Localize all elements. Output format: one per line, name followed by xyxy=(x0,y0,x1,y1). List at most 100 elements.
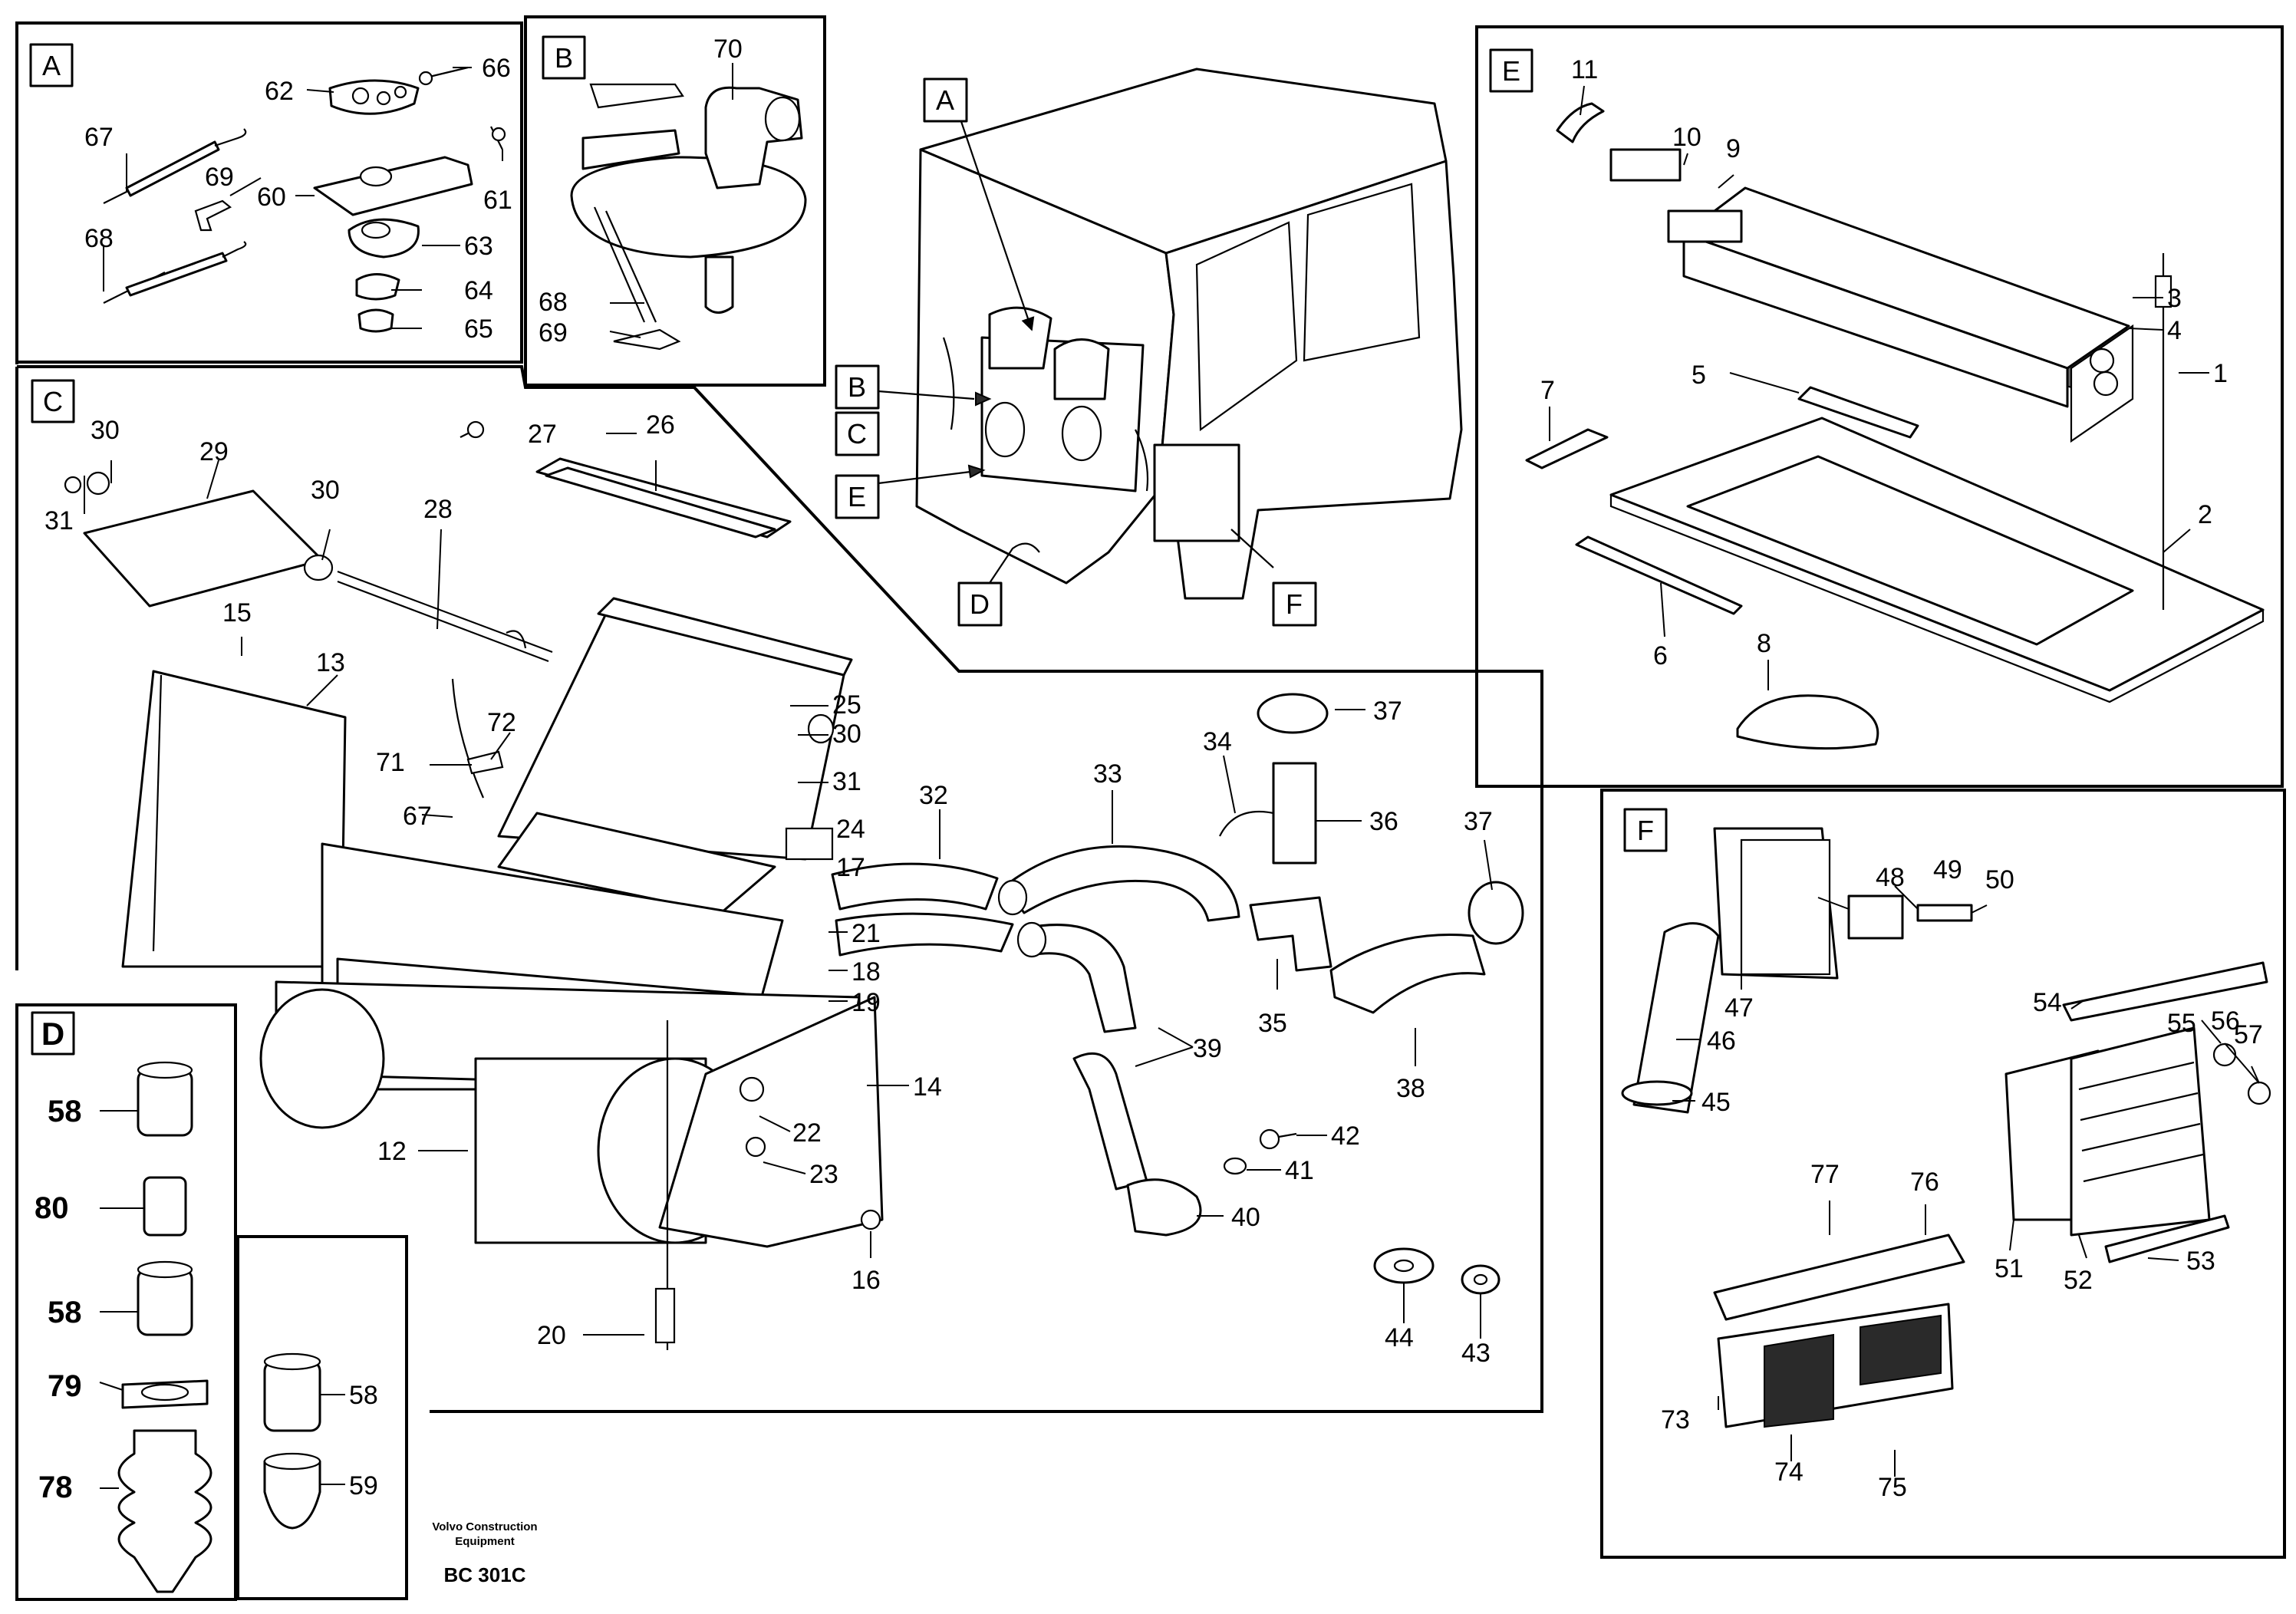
callout-number: 63 xyxy=(464,232,493,261)
overview-callout: E xyxy=(848,481,866,512)
section-e-drawing xyxy=(1525,102,2265,750)
callout-number: 50 xyxy=(1985,865,2014,894)
callout-number: 30 xyxy=(311,476,340,505)
callout-number: 68 xyxy=(539,288,568,317)
leader-lines xyxy=(84,63,2260,1489)
footer-company-line2: Equipment xyxy=(455,1535,515,1548)
section-label-d: D xyxy=(41,1016,64,1052)
overview-callout: F xyxy=(1286,588,1303,620)
callout-number: 75 xyxy=(1878,1473,1907,1502)
section-a-drawing xyxy=(103,66,506,333)
callout-number: 7 xyxy=(1540,376,1555,405)
callout-number: 17 xyxy=(836,853,865,882)
callout-number: 9 xyxy=(1726,134,1741,163)
section-c-drawing xyxy=(64,420,884,1350)
callout-number: 2 xyxy=(2198,500,2212,529)
callout-number: 34 xyxy=(1203,727,1232,756)
callout-number: 58 xyxy=(48,1095,82,1128)
section-label-e: E xyxy=(1502,55,1520,87)
section-f-drawing xyxy=(1621,827,2271,1428)
callout-number: 44 xyxy=(1385,1323,1414,1352)
callout-number: 21 xyxy=(852,919,881,948)
callout-number: 39 xyxy=(1193,1034,1222,1063)
callout-number: 54 xyxy=(2033,988,2062,1017)
callout-number: 76 xyxy=(1910,1168,1939,1197)
callouts-hoses: 34 37 33 36 32 37 35 38 39 42 41 40 44 4… xyxy=(919,697,1493,1368)
callout-number: 73 xyxy=(1661,1405,1690,1434)
callout-number: 26 xyxy=(646,410,675,440)
callout-number: 67 xyxy=(84,123,114,152)
callout-number: 43 xyxy=(1461,1339,1491,1368)
callout-number: 14 xyxy=(913,1072,942,1102)
callout-number: 78 xyxy=(38,1471,73,1504)
callout-number: 33 xyxy=(1093,759,1122,789)
callout-number: 19 xyxy=(852,988,881,1017)
callout-number: 4 xyxy=(2167,316,2182,345)
callout-number: 69 xyxy=(539,318,568,348)
callout-number: 29 xyxy=(199,437,229,466)
callout-number: 30 xyxy=(832,720,861,749)
callouts-c: 27 26 30 31 29 30 28 15 13 72 71 25 30 3… xyxy=(44,410,942,1350)
callout-number: 52 xyxy=(2064,1266,2093,1295)
callout-number: 59 xyxy=(349,1471,378,1500)
callout-number: 31 xyxy=(44,506,74,535)
callout-number: 62 xyxy=(265,77,294,106)
footer-code: BC 301C xyxy=(444,1563,526,1586)
callout-number: 5 xyxy=(1692,361,1706,390)
callout-number: 80 xyxy=(35,1191,69,1225)
callout-number: 20 xyxy=(537,1321,566,1350)
callout-number: 55 xyxy=(2167,1009,2196,1038)
callout-number: 15 xyxy=(222,598,252,627)
callout-number: 77 xyxy=(1810,1160,1840,1189)
callout-number: 72 xyxy=(487,708,516,737)
footer-company-line1: Volvo Construction xyxy=(432,1520,537,1533)
callout-number: 49 xyxy=(1933,855,1962,884)
callout-number: 16 xyxy=(852,1266,881,1295)
section-label-c: C xyxy=(43,386,63,417)
callout-number: 12 xyxy=(377,1137,407,1166)
overview-callouts: A B C E D F xyxy=(835,77,1317,627)
callout-number: 35 xyxy=(1258,1009,1287,1038)
callout-number: 74 xyxy=(1774,1458,1804,1487)
callout-number: 56 xyxy=(2211,1006,2240,1036)
callout-number: 45 xyxy=(1701,1088,1731,1117)
callout-number: 1 xyxy=(2213,359,2228,388)
callouts-e: 11 10 9 3 4 1 5 7 2 6 8 xyxy=(1540,55,2228,670)
callout-number: 61 xyxy=(483,186,512,215)
callout-number: 60 xyxy=(257,183,286,212)
overview-callout: A xyxy=(936,84,954,116)
callout-number: 28 xyxy=(423,495,453,524)
callout-number: 13 xyxy=(316,648,345,677)
callout-number: 70 xyxy=(713,35,743,64)
callout-number: 22 xyxy=(792,1118,822,1148)
callout-number: 37 xyxy=(1464,807,1493,836)
callout-number: 68 xyxy=(84,224,114,253)
overview-callout: B xyxy=(848,371,866,403)
callout-number: 6 xyxy=(1653,641,1668,670)
section-frames xyxy=(15,15,2286,1601)
section-label-a: A xyxy=(42,50,61,81)
hoses-drawing xyxy=(831,693,1524,1295)
section-label-f: F xyxy=(1637,815,1654,846)
callouts-d: 58 80 58 79 78 58 59 xyxy=(35,1095,378,1504)
callout-number: 46 xyxy=(1707,1026,1736,1056)
callout-number: 47 xyxy=(1724,993,1754,1023)
callout-number: 64 xyxy=(464,276,493,305)
callout-number: 69 xyxy=(205,163,234,192)
callout-number: 31 xyxy=(832,767,861,796)
section-label-boxes: A B C D E F xyxy=(29,35,1668,1056)
callout-number: 30 xyxy=(91,416,120,445)
callout-number: 18 xyxy=(852,957,881,987)
callout-number: 53 xyxy=(2186,1247,2215,1276)
callout-number: 11 xyxy=(1571,55,1598,84)
callout-number: 37 xyxy=(1373,697,1402,726)
cab-overview-drawing xyxy=(878,68,1463,600)
callouts-b: 70 68 69 xyxy=(539,35,743,348)
section-label-b: B xyxy=(555,42,573,74)
callout-number: 48 xyxy=(1876,863,1905,892)
section-d-drawing xyxy=(117,1061,321,1593)
callout-number: 3 xyxy=(2167,284,2182,313)
callout-number: 41 xyxy=(1285,1156,1314,1185)
callout-number: 65 xyxy=(464,315,493,344)
callout-number: 58 xyxy=(48,1296,82,1329)
